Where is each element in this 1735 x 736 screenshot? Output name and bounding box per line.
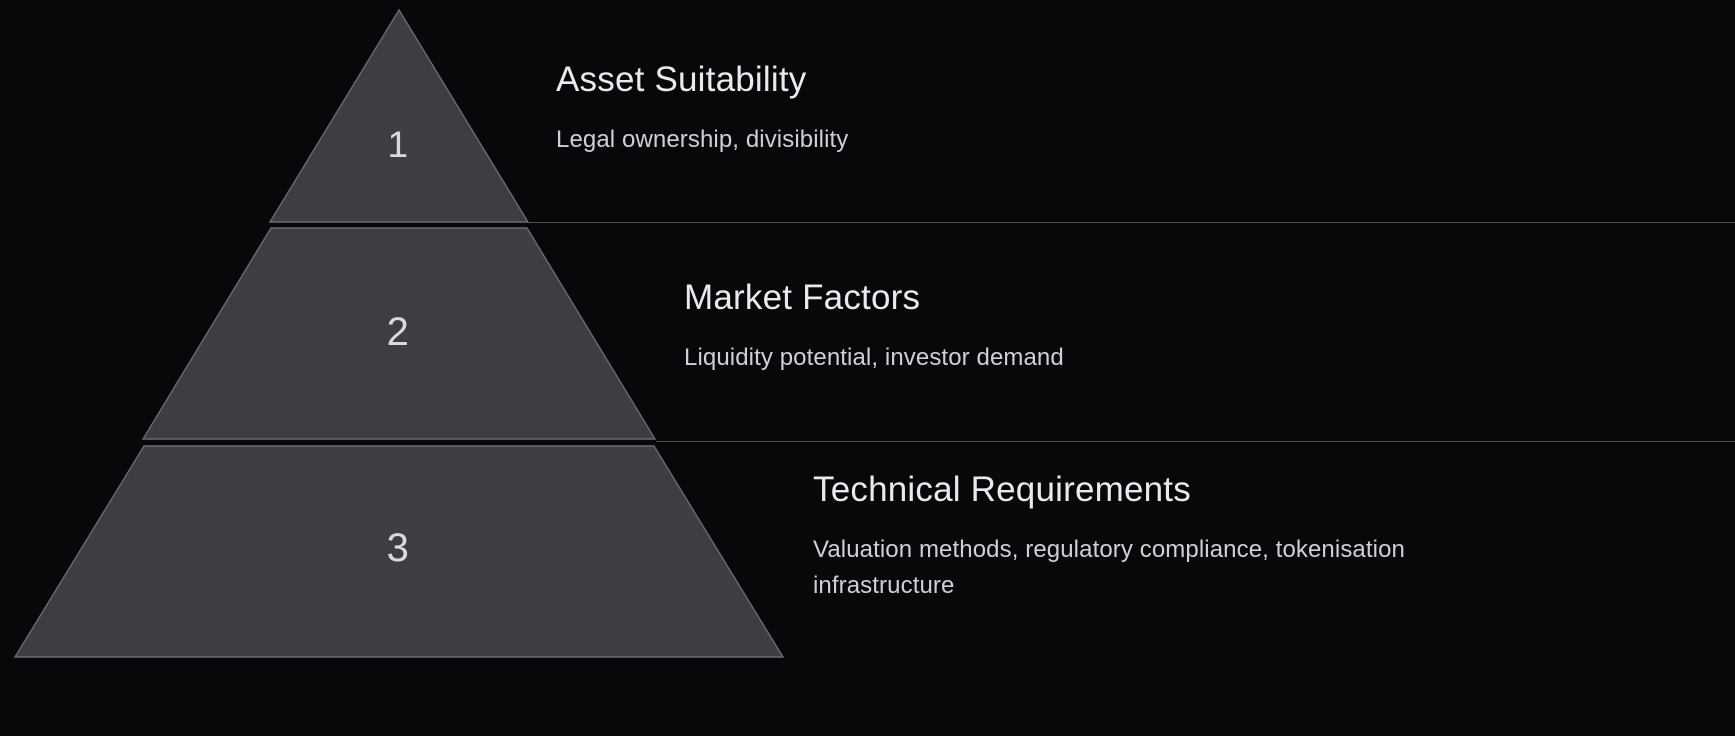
pyramid-tier-3-number: 3: [386, 526, 410, 570]
tier-divider-1: [528, 222, 1735, 223]
pyramid-tier-1-text: Asset Suitability Legal ownership, divis…: [556, 60, 1196, 158]
pyramid-tier-1-shape[interactable]: [268, 8, 530, 223]
pyramid-tier-1-title: Asset Suitability: [556, 60, 807, 99]
pyramid-graphic: [13, 8, 785, 658]
pyramid-tier-3-text: Technical Requirements Valuation methods…: [813, 470, 1573, 603]
pyramid-tier-3-title: Technical Requirements: [813, 470, 1191, 509]
pyramid-tier-2-description: Liquidity potential, investor demand: [684, 344, 1064, 372]
pyramid-tier-3-description: Valuation methods, regulatory compliance…: [813, 536, 1405, 599]
tier-divider-2: [656, 441, 1735, 442]
pyramid-tier-3-shape[interactable]: [13, 445, 785, 658]
pyramid-tier-2-shape[interactable]: [141, 227, 657, 440]
pyramid-tier-2-number: 2: [386, 310, 410, 354]
pyramid-tier-1-description: Legal ownership, divisibility: [556, 126, 849, 154]
pyramid-tier-2-text: Market Factors Liquidity potential, inve…: [684, 278, 1384, 376]
pyramid-tier-2-title: Market Factors: [684, 278, 921, 317]
pyramid-tier-1-number: 1: [387, 124, 409, 165]
